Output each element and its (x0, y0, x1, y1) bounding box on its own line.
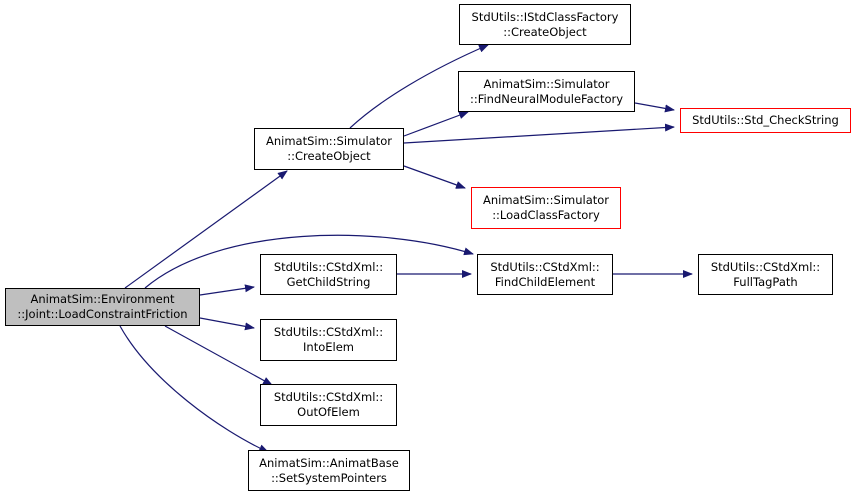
node-simulator-createobject[interactable]: AnimatSim::Simulator ::CreateObject (254, 128, 404, 170)
edge-create-to-findneu (403, 111, 469, 137)
edge-root-to-findchild (144, 234, 474, 289)
edge-create-to-check (403, 123, 675, 144)
node-load-constraint-friction[interactable]: AnimatSim::Environment ::Joint::LoadCons… (5, 288, 200, 326)
edge-root-to-getchild (199, 284, 255, 296)
node-find-neural-module-factory[interactable]: AnimatSim::Simulator ::FindNeuralModuleF… (458, 71, 635, 112)
node-load-class-factory[interactable]: AnimatSim::Simulator ::LoadClassFactory (471, 187, 621, 229)
node-std-checkstring[interactable]: StdUtils::Std_CheckString (680, 108, 851, 133)
edge-findneu-to-check (634, 102, 675, 113)
edge-create-to-loadcf (403, 165, 466, 189)
node-full-tag-path[interactable]: StdUtils::CStdXml:: FullTagPath (698, 254, 833, 295)
node-istdclassfactory-createobject[interactable]: StdUtils::IStdClassFactory ::CreateObjec… (459, 4, 631, 45)
node-into-elem[interactable]: StdUtils::CStdXml:: IntoElem (260, 319, 397, 361)
edge-root-to-setsys (119, 325, 269, 453)
node-set-system-pointers[interactable]: AnimatSim::AnimatBase ::SetSystemPointer… (248, 450, 410, 491)
node-get-child-string[interactable]: StdUtils::CStdXml:: GetChildString (260, 254, 397, 295)
edge-root-to-into (199, 317, 255, 331)
edge-root-to-create (124, 170, 288, 289)
edge-create-to-istd (349, 44, 489, 129)
edge-root-to-outof (164, 325, 273, 386)
node-out-of-elem[interactable]: StdUtils::CStdXml:: OutOfElem (260, 384, 397, 426)
node-find-child-element[interactable]: StdUtils::CStdXml:: FindChildElement (477, 254, 613, 295)
